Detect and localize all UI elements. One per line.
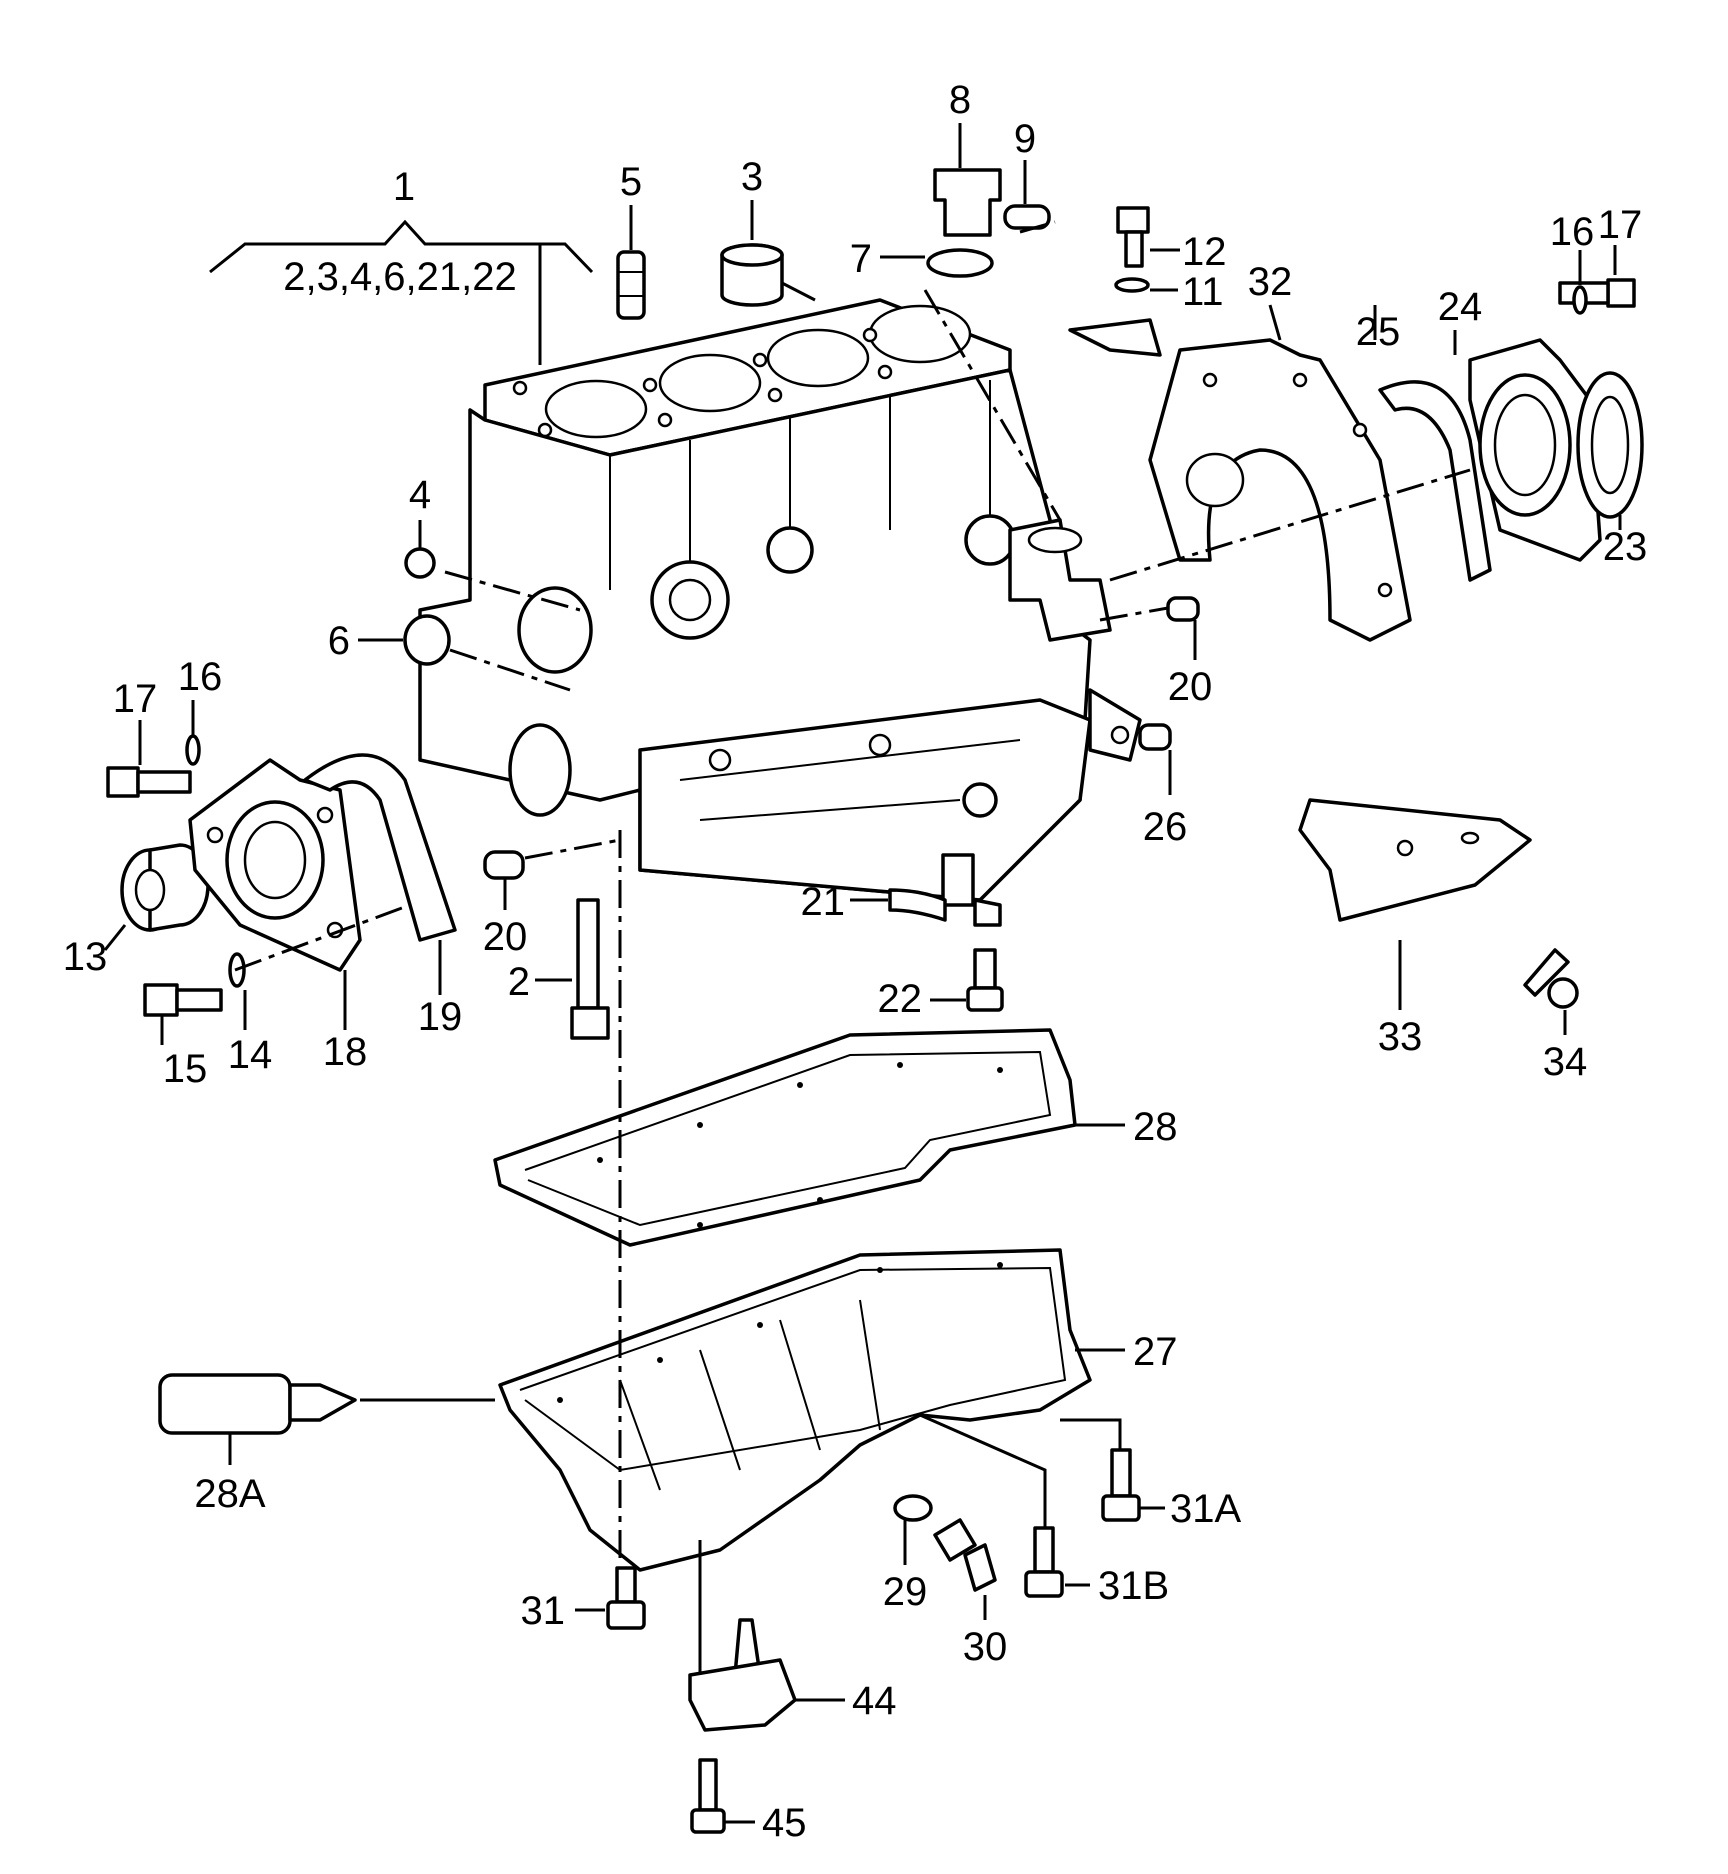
callout-labels: 1 2,3,4,6,21,22 2 3 4 5 6 7 8 9 11 12 13…: [63, 78, 1648, 1845]
label-20-right: 20: [1168, 665, 1213, 709]
label-33: 33: [1378, 1015, 1423, 1059]
part-11-washer: [1114, 277, 1150, 293]
part-31B-bolt: [1024, 1526, 1064, 1598]
part-19-gasket: [303, 753, 457, 942]
label-21: 21: [801, 880, 846, 924]
part-12-bolt: [1116, 206, 1150, 268]
label-7: 7: [850, 237, 872, 281]
part-25-gasket: [1378, 380, 1492, 582]
part-18-housing: [188, 758, 362, 972]
part-31-bolt: [606, 1566, 646, 1630]
part-17-bolt-right: [1558, 278, 1636, 308]
label-1: 1: [393, 165, 415, 209]
part-31A-bolt: [1101, 1448, 1141, 1522]
part-22-bolt: [966, 948, 1004, 1012]
part-5-sleeve: [616, 250, 646, 320]
label-16-right: 16: [1550, 210, 1595, 254]
label-4: 4: [409, 473, 431, 517]
center-lines: [234, 220, 1471, 1560]
label-22: 22: [878, 977, 923, 1021]
label-8: 8: [949, 78, 971, 122]
part-29-washer: [893, 1494, 933, 1522]
group-bracket: [209, 219, 594, 365]
part-4-plug: [404, 547, 436, 579]
label-11: 11: [1182, 270, 1224, 314]
label-44: 44: [852, 1679, 897, 1723]
label-28: 28: [1133, 1105, 1178, 1149]
label-5: 5: [620, 160, 642, 204]
label-15: 15: [163, 1047, 208, 1091]
label-12: 12: [1182, 230, 1227, 274]
label-13: 13: [63, 935, 108, 979]
label-19: 19: [418, 995, 463, 1039]
part-7-oring: [926, 248, 994, 278]
label-17-right: 17: [1598, 203, 1643, 247]
label-25: 25: [1356, 310, 1401, 354]
label-24: 24: [1438, 285, 1483, 329]
label-group-members: 2,3,4,6,21,22: [283, 255, 517, 299]
part-17-bolt-left: [106, 766, 192, 798]
label-23: 23: [1603, 525, 1648, 569]
part-32-plate: [1148, 338, 1412, 642]
label-27: 27: [1133, 1330, 1178, 1374]
part-28-gasket: [493, 1028, 1077, 1247]
part-9-pin: [1003, 204, 1051, 230]
label-2: 2: [508, 960, 530, 1004]
part-16-washer-right: [1572, 285, 1588, 315]
label-3: 3: [741, 155, 763, 199]
leader-lines: [103, 123, 1622, 1824]
label-32: 32: [1248, 260, 1293, 304]
label-14: 14: [228, 1033, 273, 1077]
part-33-cover: [1298, 798, 1532, 922]
label-31A: 31A: [1170, 1487, 1241, 1531]
part-21-pipe: [888, 853, 1002, 927]
part-27-oil-pan: [498, 1248, 1092, 1572]
part-8-fitting: [933, 168, 1002, 237]
label-26: 26: [1143, 805, 1188, 849]
engine-block: [418, 298, 1142, 902]
part-44-sender: [688, 1618, 797, 1732]
part-6-plug: [403, 614, 451, 666]
part-23-seal: [1576, 371, 1644, 519]
part-16-washer-left: [185, 734, 201, 766]
part-26-dowel: [1138, 723, 1172, 751]
label-34: 34: [1543, 1040, 1588, 1084]
label-9: 9: [1014, 117, 1036, 161]
part-15-bolt: [143, 983, 223, 1017]
label-28A: 28A: [194, 1472, 265, 1516]
label-31: 31: [521, 1589, 566, 1633]
part-20-dowel-right: [1166, 596, 1200, 622]
part-20-dowel-left: [483, 850, 525, 880]
part-30-drain-plug: [933, 1518, 997, 1592]
part-24-housing: [1468, 338, 1602, 562]
part-28A-sealant-tube: [158, 1373, 357, 1435]
label-45: 45: [762, 1801, 807, 1845]
label-30: 30: [963, 1625, 1008, 1669]
label-17-left: 17: [113, 677, 158, 721]
part-bracket: [1068, 318, 1162, 357]
label-18: 18: [323, 1030, 368, 1074]
label-20-left: 20: [483, 915, 528, 959]
label-29: 29: [883, 1570, 928, 1614]
part-34-bolt: [1523, 948, 1579, 1009]
label-16-left: 16: [178, 655, 223, 699]
part-2-bolt: [570, 898, 610, 1040]
part-45-bolt: [690, 1758, 726, 1834]
label-31B: 31B: [1098, 1564, 1169, 1608]
label-6: 6: [328, 619, 350, 663]
part-3-ring: [720, 243, 784, 307]
